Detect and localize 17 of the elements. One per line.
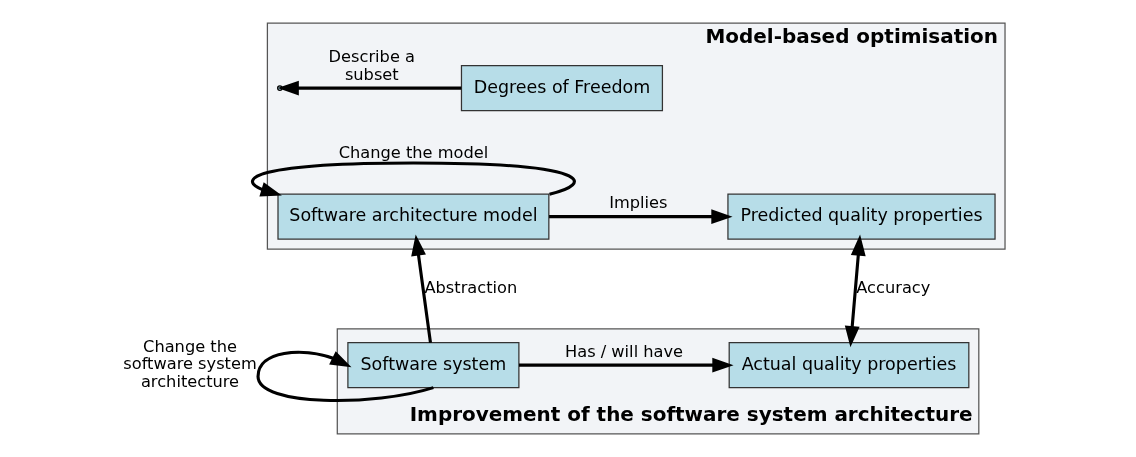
arrow [256,350,434,403]
node-box: Predicted quality properties [726,193,996,240]
edge-label: Describe a subset [328,47,415,84]
arrow [251,161,575,197]
arrow [518,357,734,373]
edge-label: Abstraction [423,278,517,298]
arrow [410,234,432,343]
arrow [548,209,733,225]
edge-label: Has / will have [564,341,683,361]
node-box: Software system [346,342,519,389]
node-box: Software architecture model [276,193,549,240]
edge-label: Change the model [338,143,488,163]
node-box: Actual quality properties [728,342,969,389]
node-box: Degrees of Freedom [460,65,663,112]
edge-label: Change the software system architecture [122,336,257,391]
edge-label: Implies [608,193,668,213]
arrow [844,234,866,348]
